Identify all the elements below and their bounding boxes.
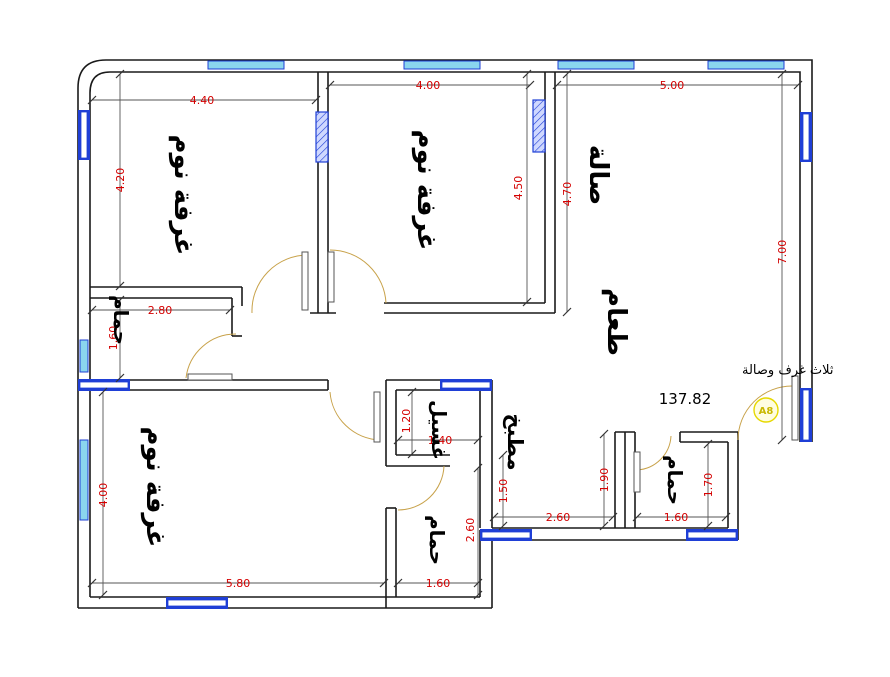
badge-circle [753,397,779,423]
dim-hall-height-left: 4.70 [561,182,574,207]
window-left-3 [79,439,89,521]
dim-bath-bottom-width: 1.60 [426,577,451,590]
dimension-lines [87,69,803,600]
door-bedroom3-leaf [373,391,381,443]
dim-bath-bottom-height: 2.60 [464,518,477,543]
room-label-bath-left: حمام [109,295,133,345]
dim-bedroom1-height: 4.20 [114,168,127,193]
door-bath-bottom-arc [397,465,445,511]
room-label-living-hall: صالة [583,145,613,205]
room-label-kitchen: مطبخ [503,413,527,470]
plan-info: ثلاث غرف وصالة 137.82 A8 [659,363,834,423]
dim-bedroom2-height: 4.50 [512,176,525,201]
door-main-leaf [791,375,799,441]
dim-bedroom2-width: 4.00 [416,79,441,92]
dim-bedroom3-height: 4.00 [97,483,110,508]
room-label-laundry: غسيل [427,400,451,460]
dim-hall-width: 5.00 [660,79,685,92]
window-top-3 [557,60,635,70]
window-left-2 [79,339,89,373]
dim-bath-right-width: 1.60 [664,511,689,524]
room-label-dining: طعام [601,288,631,356]
dim-laundry-height: 1.20 [400,409,413,434]
dimension-labels: 4.40 4.00 5.00 4.20 4.50 4.70 7.00 2.80 … [97,79,789,590]
room-label-bedroom-top-mid: غرفة نوم [411,130,441,251]
window-top-2 [403,60,481,70]
door-bath-left-arc [185,333,237,379]
dim-bath-right-height: 1.70 [702,473,715,498]
door-bedroom1-arc [251,254,309,314]
room-labels: غرفة نوم غرفة نوم صالة طعام غرفة نوم حما… [109,130,687,565]
door-bedroom2-arc [329,249,387,304]
room-label-bath-bottom: حمام [425,515,449,565]
door-bath-left-leaf [187,373,233,381]
dim-bath-left-height: 1.60 [107,326,120,351]
dim-kitchen-height: 1.50 [497,479,510,504]
dim-hall-height-right: 7.00 [776,240,789,265]
door-bedroom2-leaf [327,251,335,303]
door-bath-right-arc [636,435,672,471]
room-label-bedroom-bottom-left: غرفة نوم [140,427,170,548]
window-top-4 [707,60,785,70]
plan-title: ثلاث غرف وصالة [742,363,834,378]
plan-area: 137.82 [659,390,712,408]
door-bedroom3-arc [329,391,381,441]
room-label-bath-right: حمام [663,455,687,505]
dim-corridor-height: 1.90 [598,468,611,493]
partition-window-1 [315,111,329,163]
dim-bath-left-width: 2.80 [148,304,173,317]
dim-laundry-width: 1.40 [428,434,453,447]
outer-walls [77,59,813,609]
badge-label: A8 [759,406,774,417]
partition-window-2 [532,99,546,153]
dim-bedroom1-width: 4.40 [190,94,215,107]
door-bath-right-leaf [633,451,641,493]
windows [78,60,812,609]
room-label-bedroom-top-left: غرفة نوم [168,135,198,256]
dim-kitchen-width: 2.60 [546,511,571,524]
dim-bedroom3-width: 5.80 [226,577,251,590]
door-bedroom1-leaf [301,251,309,311]
window-top-1 [207,60,285,70]
